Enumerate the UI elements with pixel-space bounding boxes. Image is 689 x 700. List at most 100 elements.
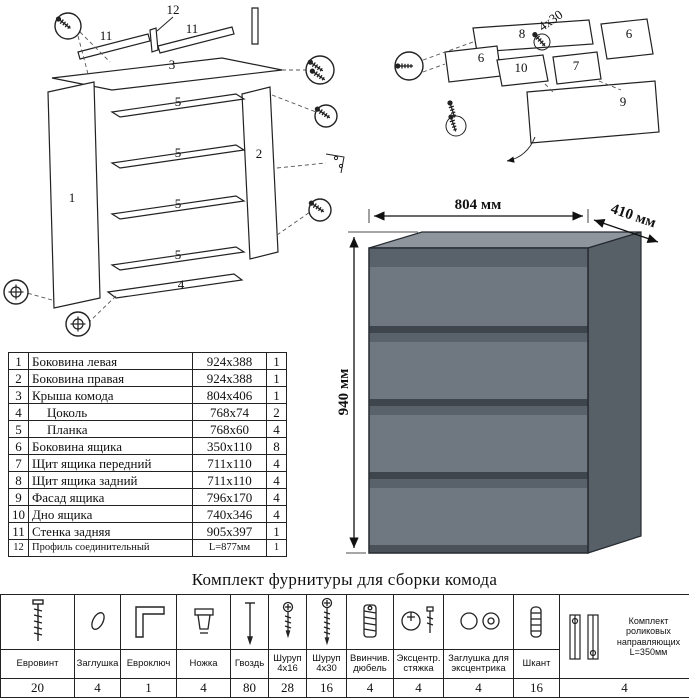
- drawer-label-8: 8: [519, 26, 526, 41]
- hw-qty: 28: [268, 678, 307, 698]
- part-name: Фасад ящика: [28, 488, 193, 506]
- part-qty: 1: [266, 352, 287, 370]
- hw-qty: 4: [393, 678, 444, 698]
- part-size: 768x60: [192, 420, 267, 438]
- part-qty: 1: [266, 386, 287, 404]
- plank-2: [110, 144, 246, 169]
- part-size: 796x170: [192, 488, 267, 506]
- part-num: 7: [8, 454, 29, 472]
- part-num: 6: [8, 437, 29, 455]
- part-name: Дно ящика: [28, 505, 193, 523]
- part-qty: 4: [266, 454, 287, 472]
- back-panel-right: [157, 26, 235, 54]
- hw-icon-cell: [443, 594, 514, 650]
- dresser-dimension-view: 804 мм 410 мм 940 мм: [336, 197, 659, 554]
- hw-name: Шуруп 4х16: [268, 649, 307, 679]
- hw-name: Эксцентр. стяжка: [393, 649, 444, 679]
- hw-qty: 16: [513, 678, 560, 698]
- screw-4x16-icon: [273, 597, 303, 647]
- part-qty: 8: [266, 437, 287, 455]
- depth-dimension-label: 410 мм: [609, 201, 658, 231]
- frame-label-5c: 5: [175, 196, 182, 211]
- hardware-table: Комплект роликовых направляющих L=350мм …: [0, 594, 689, 698]
- cam-cap-icon: [449, 597, 509, 647]
- part-name: Боковина ящика: [28, 437, 193, 455]
- part-num: 10: [8, 505, 29, 523]
- hw-name: Ввинчив. дюбель: [346, 649, 394, 679]
- part-num: 4: [8, 403, 29, 421]
- part-size: 924x388: [192, 352, 267, 370]
- part-name: Стенка задняя: [28, 522, 193, 540]
- drawer-front-shield: [552, 51, 602, 85]
- hw-name: Евровинт: [0, 649, 75, 679]
- frame-label-12: 12: [167, 2, 180, 17]
- hw-icon-cell: [268, 594, 307, 650]
- part-size: 711x110: [192, 454, 267, 472]
- hw-qty: 80: [230, 678, 269, 698]
- hw-name: Ножка: [176, 649, 231, 679]
- base-strip: [369, 545, 588, 553]
- screw-4x30-icon: [312, 596, 342, 648]
- part-size: 740x346: [192, 505, 267, 523]
- part-name: Крыша комода: [28, 386, 193, 404]
- drawer-gap: [369, 399, 588, 406]
- height-dimension-label: 940 мм: [336, 369, 352, 416]
- hw-name: Заглушка для эксцентрика: [443, 649, 514, 679]
- part-qty: 1: [266, 369, 287, 387]
- hw-qty: 16: [306, 678, 347, 698]
- part-name: Планка: [28, 420, 193, 438]
- part-size: 350x110: [192, 437, 267, 455]
- part-num: 1: [8, 352, 29, 370]
- fastener-callout: [314, 104, 338, 128]
- hw-name: Шкант: [513, 649, 560, 679]
- hw-qty: 1: [120, 678, 177, 698]
- hw-qty: 20: [0, 678, 75, 698]
- hw-icon-cell: [120, 594, 177, 650]
- frame-label-5d: 5: [175, 247, 182, 262]
- part-num: 12: [8, 539, 29, 557]
- drawer-side-right: [600, 18, 654, 60]
- drawer-label-6a: 6: [626, 26, 633, 41]
- cam-lock-icon: [395, 597, 443, 647]
- part-size: 711x110: [192, 471, 267, 489]
- frame-label-1: 1: [69, 190, 76, 205]
- assembly-arrow: [506, 136, 536, 163]
- table-row: Комплект роликовых направляющих L=350мм: [0, 594, 689, 679]
- drawer-4-bevel: [369, 479, 588, 488]
- drawer-facade: [526, 80, 660, 144]
- drawer-gap: [369, 472, 588, 479]
- part-qty: 4: [266, 488, 287, 506]
- table-row: 20 4 1 4 80 28 16 4 4 4 16 4: [0, 678, 689, 698]
- top-rim: [369, 248, 588, 258]
- part-name: Цоколь: [28, 403, 193, 421]
- frame-label-11b: 11: [186, 21, 199, 36]
- part-size: L=877мм: [192, 539, 267, 557]
- screw-detail-circle: [533, 33, 551, 51]
- part-name: Щит ящика передний: [28, 454, 193, 472]
- drawer-label-10: 10: [515, 60, 528, 75]
- hw-qty: 4: [443, 678, 514, 698]
- frame-label-4: 4: [178, 277, 185, 292]
- part-size: 924x388: [192, 369, 267, 387]
- base-plank: [106, 273, 244, 299]
- plank-1: [110, 93, 246, 118]
- frame-exploded-diagram: 12 11 11 3 5 5 5 5 2 1 4: [3, 2, 345, 337]
- plank-4: [110, 246, 246, 271]
- back-panel-left: [77, 33, 151, 60]
- drawer-side-left: [444, 45, 502, 83]
- part-qty: 1: [266, 539, 287, 557]
- hw-icon-cell: [230, 594, 269, 650]
- fastener-callout: [308, 198, 332, 222]
- hw-name: Заглушка: [74, 649, 121, 679]
- hw-name: Гвоздь: [230, 649, 269, 679]
- hw-qty: 4: [176, 678, 231, 698]
- dowel-screw-icon: [350, 597, 390, 647]
- hw-icon-cell: [0, 594, 75, 650]
